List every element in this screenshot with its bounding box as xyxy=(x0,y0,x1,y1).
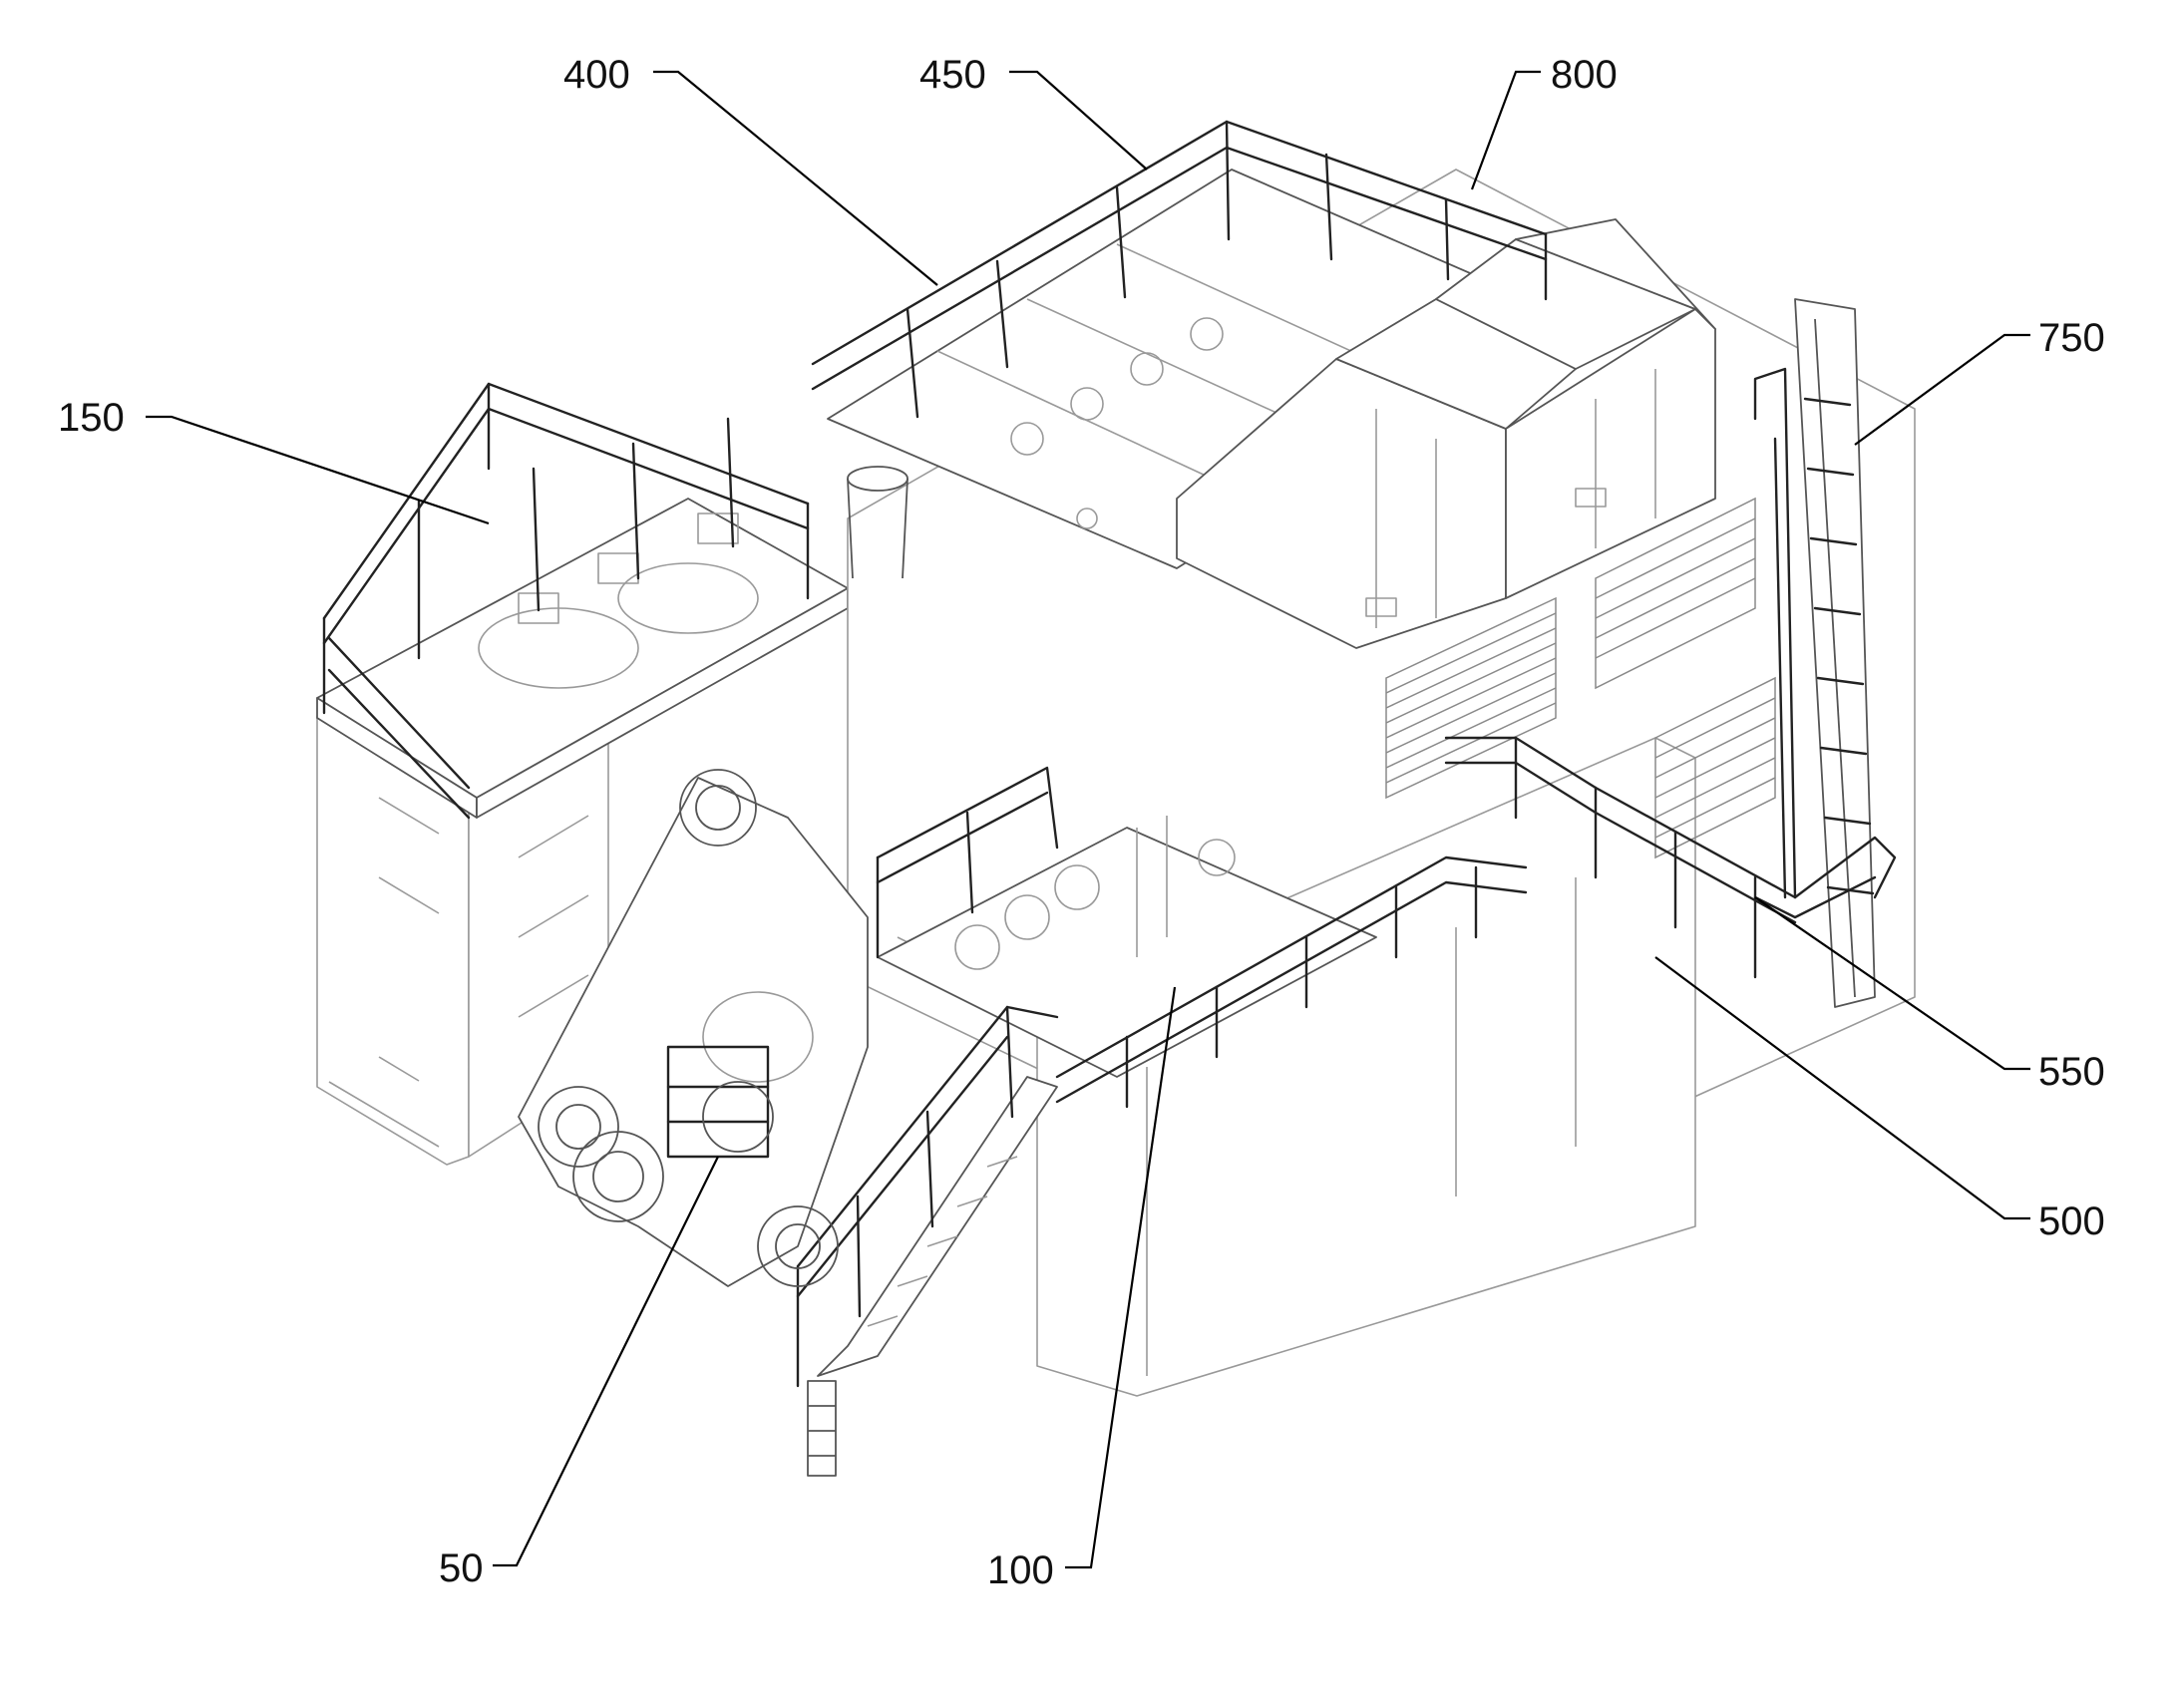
radiator-grilles xyxy=(1385,497,1776,859)
leader-100 xyxy=(1065,986,1177,1569)
leader-750 xyxy=(1854,333,2030,446)
boom-foot-frame xyxy=(518,769,869,1287)
leader-150 xyxy=(146,415,490,525)
label-800: 800 xyxy=(1551,53,1618,97)
label-550: 550 xyxy=(2038,1050,2105,1094)
engine-enclosure xyxy=(1176,218,1716,649)
label-750: 750 xyxy=(2038,316,2105,360)
front-handrail xyxy=(876,766,1528,1109)
leader-400 xyxy=(653,70,938,286)
label-500: 500 xyxy=(2038,1199,2105,1243)
right-walkway-handrail xyxy=(1444,736,1897,979)
leader-50 xyxy=(493,1156,719,1567)
label-450: 450 xyxy=(919,53,986,97)
front-stairway xyxy=(796,1005,1059,1477)
reference-numerals: 400 450 800 150 750 550 500 50 100 xyxy=(58,53,2105,1592)
top-handrail xyxy=(811,120,1548,419)
leader-450 xyxy=(1009,70,1148,171)
label-100: 100 xyxy=(987,1548,1054,1592)
leader-500 xyxy=(1654,956,2030,1220)
machine-drawing xyxy=(316,120,1916,1477)
label-400: 400 xyxy=(563,53,630,97)
label-50: 50 xyxy=(439,1546,484,1590)
label-150: 150 xyxy=(58,396,125,440)
left-platform-handrail xyxy=(322,382,810,820)
leader-lines xyxy=(146,70,2030,1569)
exhaust-stack xyxy=(847,466,908,579)
leader-800 xyxy=(1470,70,1541,190)
right-ladder xyxy=(1753,298,1876,1008)
leader-550 xyxy=(1754,896,2030,1071)
